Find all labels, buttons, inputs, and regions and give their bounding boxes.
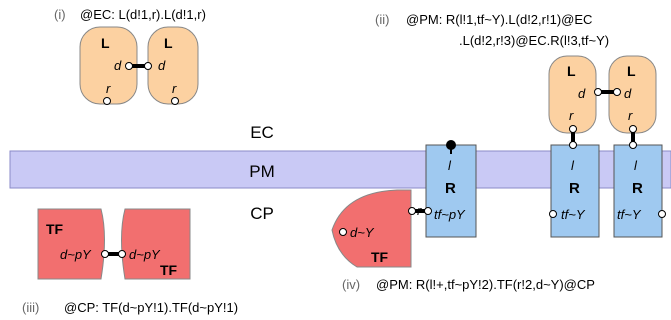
- ligand-molecule: L d r: [608, 55, 657, 134]
- site-label: tf~pY: [434, 207, 466, 222]
- tf-molecule: d~Y TF: [331, 189, 412, 268]
- site-circle: [101, 250, 109, 258]
- molecule-name: TF: [160, 262, 178, 278]
- site-circle: [424, 207, 432, 215]
- site-label: d: [114, 58, 122, 73]
- panel-iv-rule: @PM: R(l!+,tf~pY!2).TF(r!2,d~Y)@CP: [376, 277, 595, 292]
- site-circle: [569, 141, 577, 149]
- panel-i-numeral: (i): [54, 7, 66, 22]
- site-label: tf~Y: [617, 207, 642, 222]
- site-label: d~pY: [60, 247, 92, 262]
- compartment-ec-label: EC: [250, 123, 274, 142]
- site-circle: [103, 97, 111, 105]
- panel-ii-rule-line1: @PM: R(l!1,tf~Y).L(d!2,r!1)@EC: [406, 12, 592, 27]
- molecule-name: R: [569, 180, 580, 197]
- tf-molecule: TF d~pY: [37, 208, 105, 280]
- site-circle: [569, 125, 577, 133]
- panel-iii: TF d~pY TF d~pY (iii) @CP: TF(d~pY!1).TF…: [22, 208, 238, 315]
- site-label: r: [106, 81, 111, 96]
- site-circle: [118, 250, 126, 258]
- site-label: r: [172, 81, 177, 96]
- receptor-molecule: l R r tf~pY: [417, 144, 477, 238]
- site-label: l: [448, 158, 452, 173]
- site-label: d: [578, 86, 586, 101]
- site-circle: [171, 97, 179, 105]
- molecule-name: L: [164, 35, 173, 51]
- site-circle: [629, 125, 637, 133]
- site-circle: [613, 88, 621, 96]
- compartment-pm-label: PM: [249, 162, 275, 181]
- panel-ii: (ii) @PM: R(l!1,tf~Y).L(d!2,r!1)@EC .L(d…: [375, 12, 666, 238]
- site-circle: [339, 228, 347, 236]
- site-circle: [658, 210, 666, 218]
- ligand-molecule: L d r: [548, 55, 597, 134]
- site-circle: [144, 62, 152, 70]
- site-label: r: [628, 108, 633, 123]
- molecule-name: L: [101, 35, 110, 51]
- molecule-name: TF: [371, 249, 389, 265]
- bound-site-dot: [446, 140, 456, 150]
- molecule-name: TF: [46, 221, 64, 237]
- site-label: d~Y: [350, 225, 375, 240]
- site-circle: [549, 210, 557, 218]
- molecule-name: L: [567, 63, 576, 79]
- ligand-molecule: L d r: [147, 26, 199, 105]
- panel-iv-numeral: (iv): [342, 277, 360, 292]
- panel-i-rule: @EC: L(d!1,r).L(d!1,r): [80, 7, 206, 22]
- site-label: l: [571, 158, 575, 173]
- compartment-cp-label: CP: [250, 204, 274, 223]
- receptor-molecule: l R tf~Y: [613, 144, 663, 238]
- panel-ii-rule-line2: .L(d!2,r!3)@EC.R(l!3,tf~Y): [459, 33, 609, 48]
- panel-ii-numeral: (ii): [375, 12, 389, 27]
- site-circle: [125, 62, 133, 70]
- site-circle: [629, 141, 637, 149]
- panel-iii-rule: @CP: TF(d~pY!1).TF(d~pY!1): [64, 300, 238, 315]
- panel-iii-numeral: (iii): [22, 300, 39, 315]
- molecule-name: R: [632, 180, 643, 197]
- receptor-molecule: l R tf~Y: [550, 144, 600, 238]
- panel-iv: l R r tf~pY d~Y TF (iv) @PM: R(l!+,tf~pY…: [331, 140, 595, 292]
- site-circle: [408, 207, 416, 215]
- molecule-name: L: [627, 63, 636, 79]
- site-label: r: [569, 108, 574, 123]
- site-label: d: [624, 86, 632, 101]
- site-label: d~pY: [129, 247, 161, 262]
- panel-i: (i) @EC: L(d!1,r).L(d!1,r) L d r L d r: [54, 7, 206, 105]
- site-circle: [594, 88, 602, 96]
- site-label: d: [158, 58, 166, 73]
- molecule-name: R: [445, 180, 456, 197]
- tf-molecule: TF d~pY: [121, 208, 191, 280]
- site-label: tf~Y: [561, 207, 586, 222]
- site-label: l: [634, 158, 638, 173]
